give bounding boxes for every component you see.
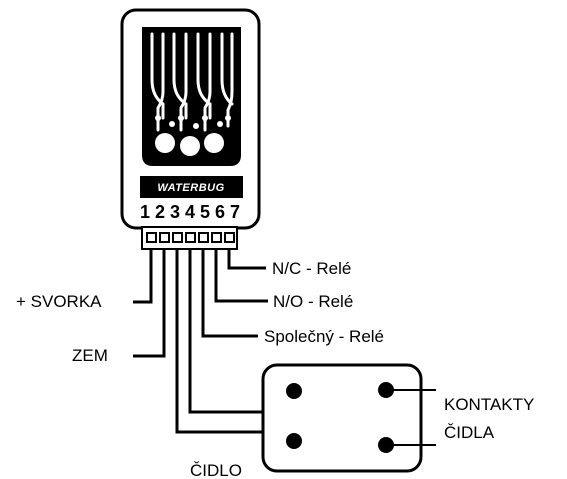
wire-terminal-1 xyxy=(133,249,153,304)
label-ground: ZEM xyxy=(72,346,108,365)
waterbug-device: WATERBUG 1 2 3 4 5 6 7 xyxy=(120,8,261,230)
wires xyxy=(133,249,268,434)
electrode-icon xyxy=(142,27,241,166)
wire-terminal-3 xyxy=(175,249,264,434)
sensor-contact xyxy=(286,433,302,449)
wire-terminal-2 xyxy=(133,249,166,358)
label-no-relay: N/O - Relé xyxy=(273,292,353,311)
sensor xyxy=(261,363,436,473)
sensor-body xyxy=(261,363,423,473)
label-plus-terminal: + SVORKA xyxy=(16,292,102,311)
label-sensor-contacts-2: ČIDLA xyxy=(444,423,495,442)
brand-band xyxy=(140,176,243,198)
wire-terminal-5 xyxy=(201,249,258,338)
label-common-relay: Společný - Relé xyxy=(264,327,384,346)
wire-terminal-6 xyxy=(214,249,268,303)
wire-terminal-7 xyxy=(227,249,266,270)
terminal-block xyxy=(141,226,238,250)
terminal-numbers: 1 2 3 4 5 6 7 xyxy=(140,202,240,222)
sensor-contact xyxy=(286,383,302,399)
label-sensor: ČIDLO xyxy=(190,461,242,479)
wire-terminal-4 xyxy=(188,249,264,414)
brand-logo: WATERBUG xyxy=(157,182,224,194)
label-sensor-contacts: KONTAKTY xyxy=(444,395,534,414)
label-nc-relay: N/C - Relé xyxy=(272,259,351,278)
